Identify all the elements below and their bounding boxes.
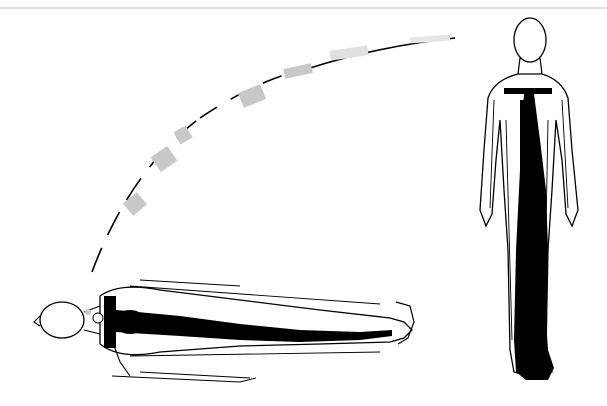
standing-figure — [480, 18, 578, 380]
lying-figure — [34, 280, 414, 382]
transition-arc — [92, 35, 455, 272]
